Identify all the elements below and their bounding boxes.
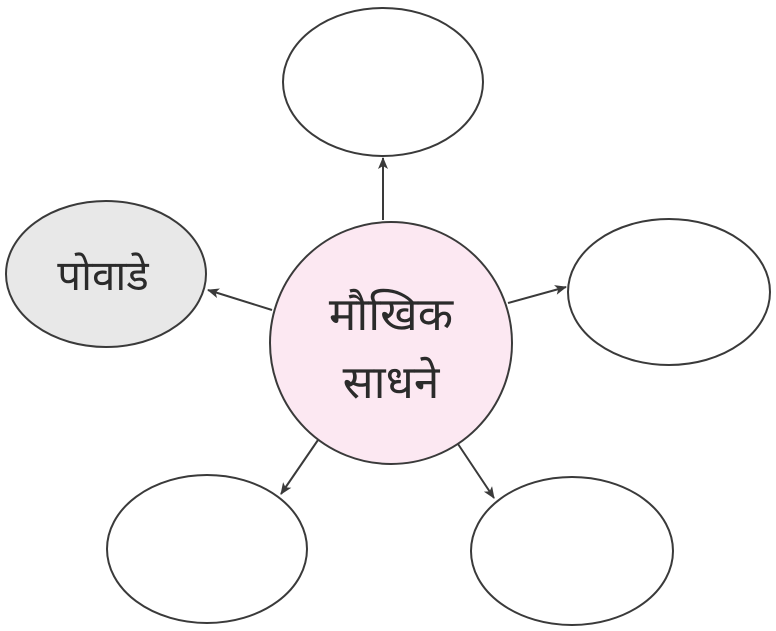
node-bottom-right-shape — [470, 476, 674, 626]
arrow-to-bottom-left — [280, 439, 319, 495]
node-bottom-left — [106, 474, 308, 624]
node-right — [567, 218, 771, 366]
node-right-shape — [567, 218, 771, 366]
node-center-label-line2: साधने — [343, 355, 441, 409]
arrow-to-left — [207, 288, 273, 311]
node-left: पोवाडे — [5, 200, 207, 348]
node-center: मौखिक साधने — [269, 221, 513, 465]
arrow-to-bottom-right — [457, 443, 495, 499]
node-top-shape — [282, 7, 484, 157]
node-center-label-line1: मौखिक — [329, 287, 455, 341]
node-bottom-left-shape — [106, 474, 308, 624]
node-left-label: पोवाडे — [57, 251, 149, 300]
arrow-to-right — [507, 285, 567, 304]
node-bottom-right — [470, 476, 674, 626]
node-top — [282, 7, 484, 157]
node-left-shape — [5, 200, 207, 348]
node-center-shape — [269, 221, 513, 465]
